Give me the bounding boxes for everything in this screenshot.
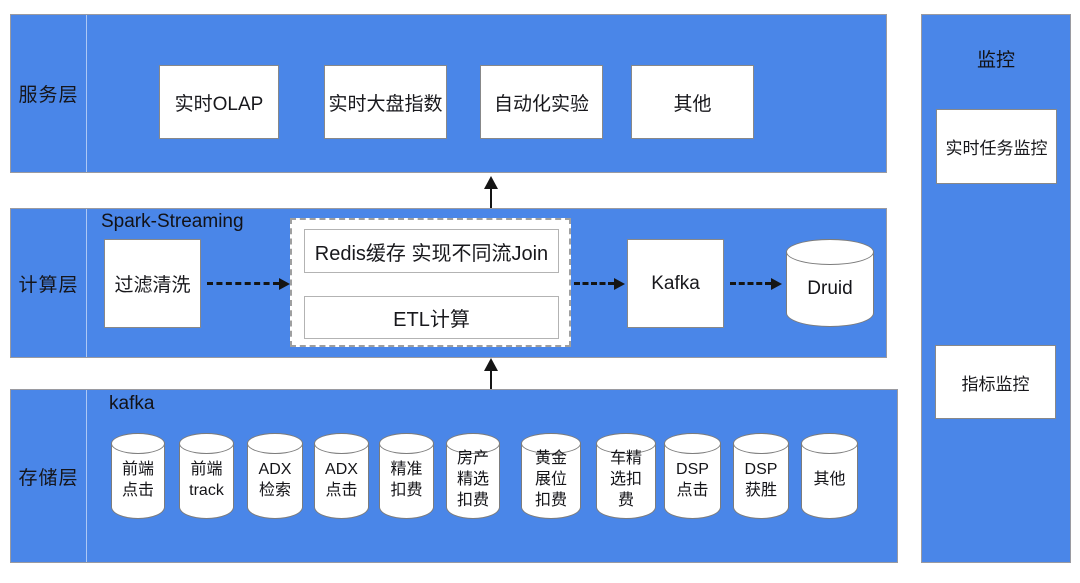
monitoring-label: 监控 [976,50,1015,71]
topic-cylinder-adx-search: ADX 检索 [247,433,303,519]
druid-store-cylinder: Druid [786,239,874,327]
topic-label: 黄金 展位 扣费 [534,450,567,509]
topic-cylinder-dsp-click: DSP 点击 [664,433,721,519]
cylinder-top-icon [733,433,789,454]
arrow-head-icon [771,277,782,290]
topic-cylinder-other: 其他 [801,433,858,519]
topic-label: ADX 点击 [325,460,358,499]
redis-join-box: Redis缓存 实现不同流Join [304,229,559,273]
service-layer-label: 服务层 [18,85,79,106]
cylinder-top-icon [179,433,234,454]
band-separator [86,15,87,172]
cylinder-top-icon [801,433,858,454]
service-layer-band: 服务层 实时OLAP 实时大盘指数 自动化实验 其他 [10,14,887,173]
storage-layer-band: 存储层 kafka 前端 点击 前端 track ADX 检索 ADX 点击 精… [10,389,898,563]
storage-layer-label: 存储层 [18,467,79,489]
dashed-arrow-filter-to-join [207,277,290,290]
topic-label: 其他 [813,471,846,489]
compute-layer-label: 计算层 [18,274,79,296]
topic-label: 车精 选扣 费 [609,450,642,509]
topic-cylinder-dsp-win: DSP 获胜 [733,433,789,519]
cylinder-top-icon [111,433,165,454]
topic-label: 精准 扣费 [390,460,423,499]
topic-cylinder-frontend-click: 前端 点击 [111,433,165,519]
cylinder-top-icon [521,433,581,454]
filter-clean-box: 过滤清洗 [104,239,201,328]
dashed-arrow-kafka-to-druid [730,277,782,290]
topic-cylinder-gold-slot-charge: 黄金 展位 扣费 [521,433,581,519]
topic-label: DSP 获胜 [744,460,778,499]
cylinder-top-icon [314,433,369,454]
cylinder-top-icon [446,433,500,454]
druid-store-label: Druid [807,277,853,299]
dashed-arrow-join-to-kafka [574,277,625,290]
kafka-bus-label: kafka [109,393,155,414]
dashed-arrow-line [574,282,614,285]
dashed-arrow-line [207,282,279,285]
arrow-head-icon [279,277,290,290]
arrow-line [489,189,493,208]
spark-streaming-label: Spark-Streaming [101,211,244,232]
monitor-box-metrics: 指标监控 [935,345,1056,419]
band-separator [86,390,87,562]
up-arrow-storage-to-compute [484,358,498,389]
topic-cylinder-car-select-charge: 车精 选扣 费 [596,433,656,519]
band-separator [86,209,87,357]
topic-label: 前端 点击 [121,460,154,499]
topic-label: 前端 track [189,460,224,499]
compute-layer-band: 计算层 Spark-Streaming 过滤清洗 Redis缓存 实现不同流Jo… [10,208,887,358]
topic-label: 房产 精选 扣费 [456,450,489,509]
cylinder-top-icon [596,433,656,454]
arrow-head-icon [484,176,498,189]
service-box-automated-experiment: 自动化实验 [480,65,603,139]
monitoring-column: 监控 实时任务监控 指标监控 [921,14,1071,563]
monitor-box-realtime-task: 实时任务监控 [936,109,1057,184]
service-box-realtime-olap: 实时OLAP [159,65,279,139]
topic-cylinder-realestate-charge: 房产 精选 扣费 [446,433,500,519]
topic-label: ADX 检索 [258,460,292,499]
cylinder-top-icon [247,433,303,454]
arrow-head-icon [614,277,625,290]
topic-cylinder-adx-click: ADX 点击 [314,433,369,519]
arrow-head-icon [484,358,498,371]
up-arrow-compute-to-service [484,176,498,208]
kafka-output-box: Kafka [627,239,724,328]
service-box-other: 其他 [631,65,754,139]
arrow-line [489,371,493,389]
etl-compute-box: ETL计算 [304,296,559,339]
dashed-arrow-line [730,282,771,285]
cylinder-top-icon [664,433,721,454]
topic-label: DSP 点击 [676,460,709,499]
spark-processing-group: Redis缓存 实现不同流Join ETL计算 [290,218,571,347]
cylinder-top-icon [786,239,874,265]
topic-cylinder-precise-charge: 精准 扣费 [379,433,434,519]
topic-cylinder-frontend-track: 前端 track [179,433,234,519]
service-box-realtime-dashboard-index: 实时大盘指数 [324,65,447,139]
cylinder-top-icon [379,433,434,454]
